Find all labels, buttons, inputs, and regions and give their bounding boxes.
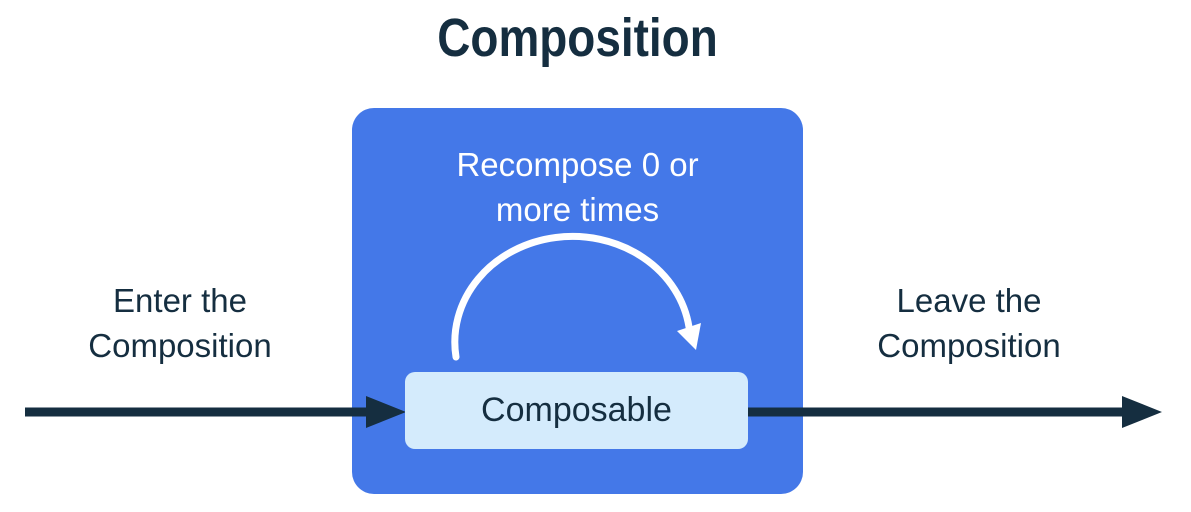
enter-label-line1: Enter the	[113, 282, 247, 319]
composable-node: Composable	[405, 372, 748, 449]
composable-label: Composable	[481, 391, 672, 429]
recompose-arc-arrow-head-icon	[677, 323, 701, 350]
leave-arrow-head-icon	[1122, 396, 1162, 428]
enter-arrow-head-icon	[366, 396, 406, 428]
recompose-label-line1: Recompose 0 or	[456, 146, 699, 183]
leave-label-line1: Leave the	[896, 282, 1042, 319]
enter-composition-label: Enter the Composition	[25, 278, 335, 368]
leave-composition-label: Leave the Composition	[814, 278, 1124, 368]
recompose-label-line2: more times	[495, 191, 660, 228]
recompose-arc-arrow	[451, 232, 693, 361]
leave-label-line2: Composition	[877, 327, 1061, 364]
diagram-title: Composition	[437, 8, 718, 68]
enter-label-line2: Composition	[88, 327, 272, 364]
recompose-label: Recompose 0 or more times	[352, 142, 803, 232]
